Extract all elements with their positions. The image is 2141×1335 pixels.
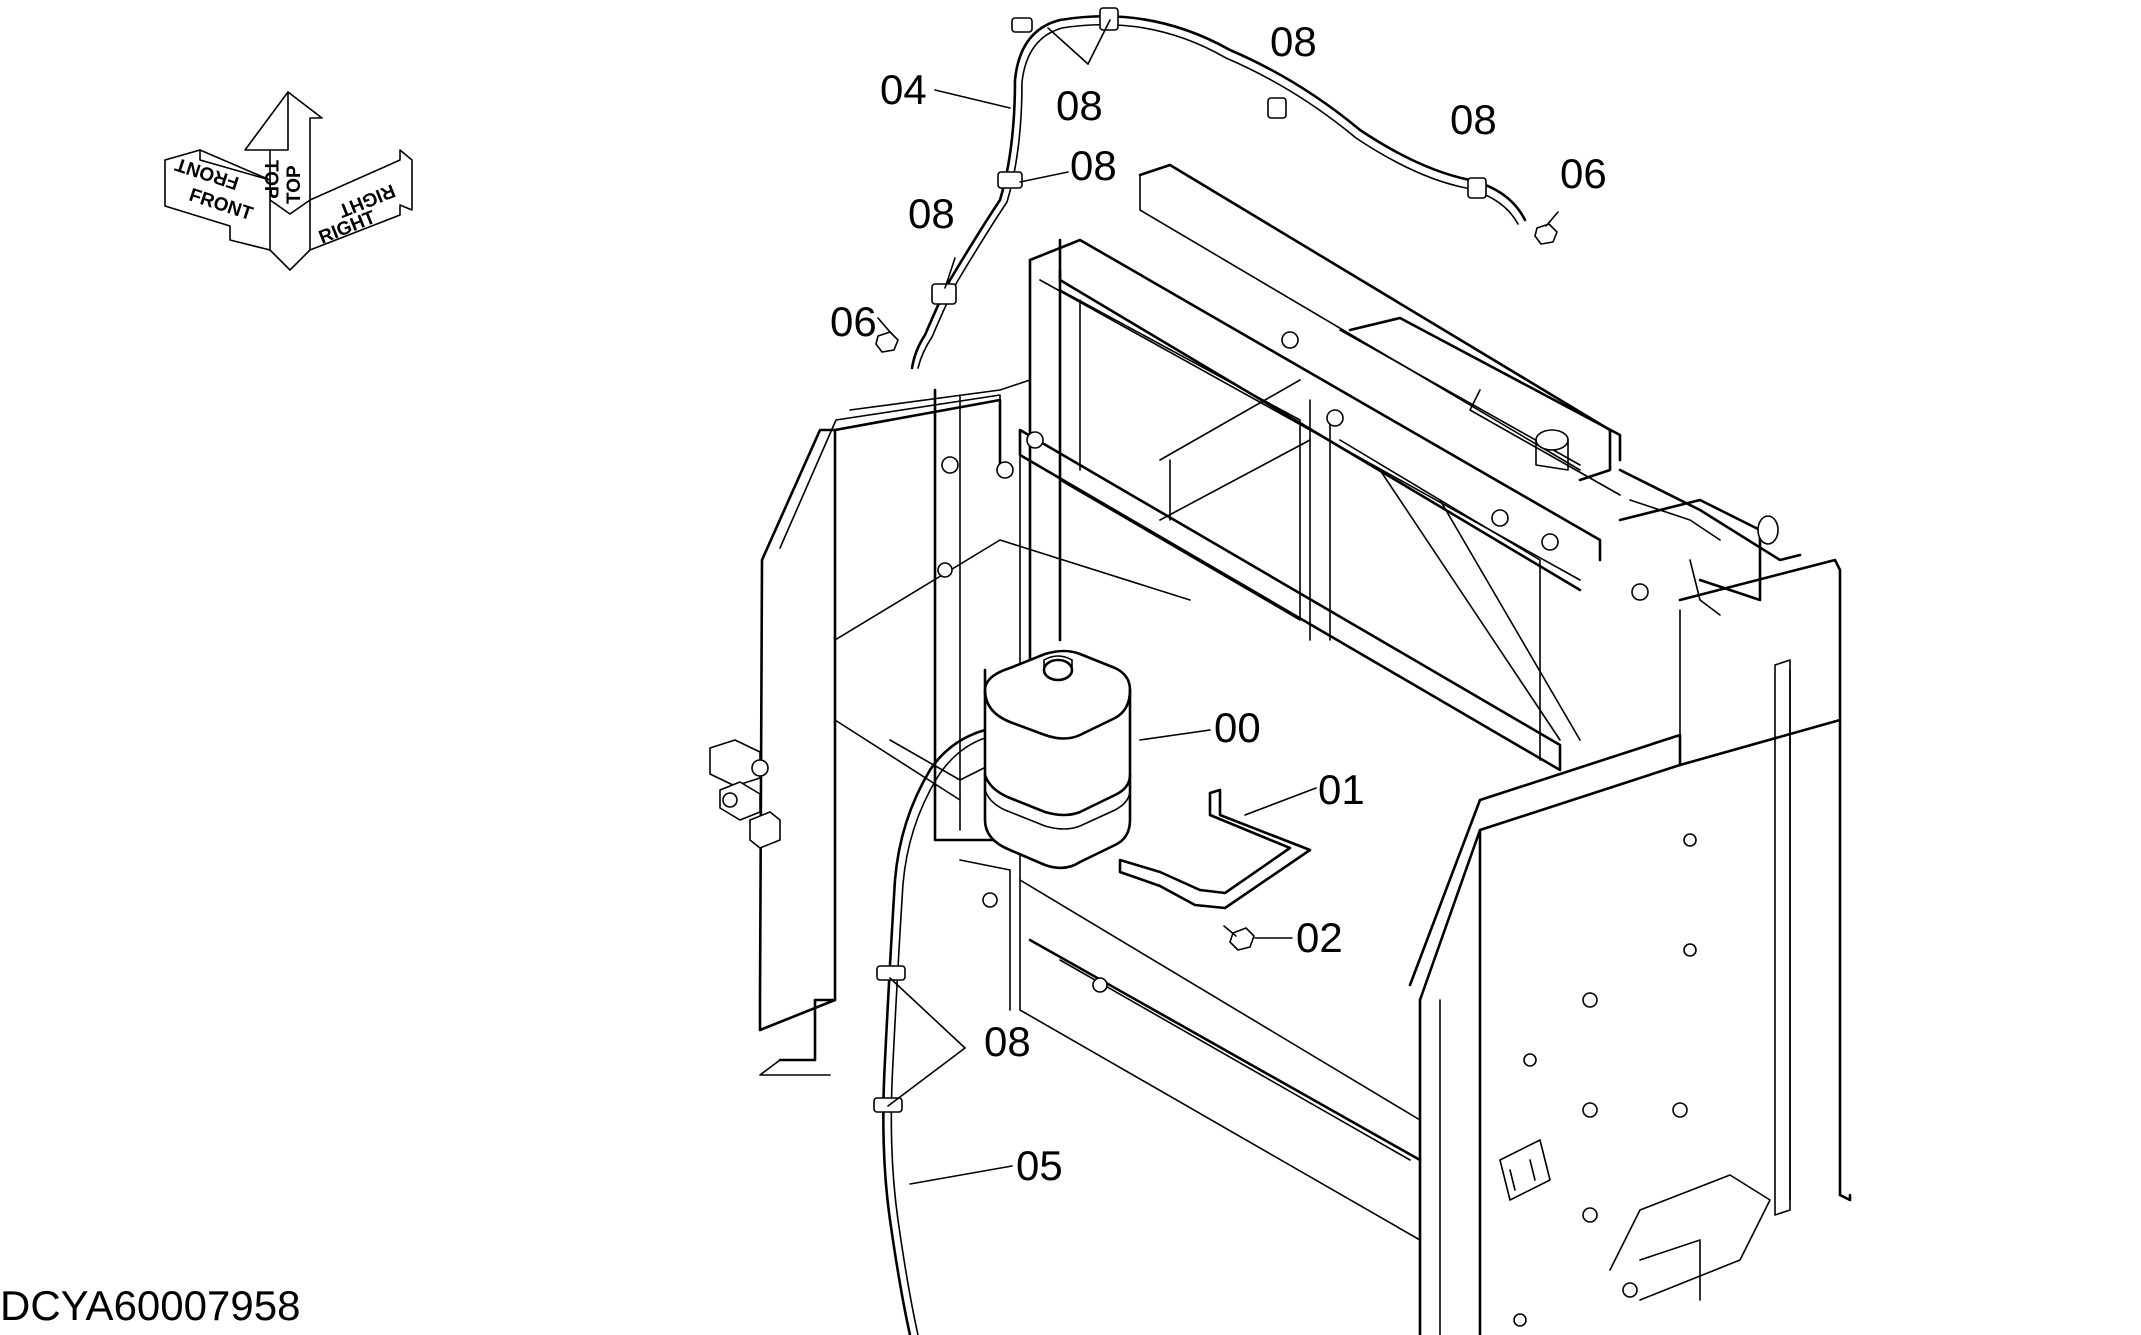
reserve-tank [983, 649, 1132, 870]
callouts: 00 01 02 04 05 06 06 08 08 08 08 08 08 [830, 18, 1607, 1189]
callout-clamps-top-pair: 08 [1056, 82, 1103, 129]
tank-bracket [1118, 788, 1312, 910]
callout-nut-left: 06 [830, 298, 877, 345]
nut-right [1534, 223, 1558, 245]
callout-clamp-upper-b: 08 [908, 190, 955, 237]
hose-upper [910, 7, 1527, 370]
bolt [1223, 925, 1255, 951]
nut-left [875, 331, 899, 353]
callout-hose-upper: 04 [880, 66, 927, 113]
callout-clamp-top-right: 08 [1450, 96, 1497, 143]
orientation-top-label: TOP [260, 160, 281, 199]
callout-bracket: 01 [1318, 766, 1365, 813]
callout-bolt: 02 [1296, 914, 1343, 961]
hose-lower [873, 728, 987, 1335]
callout-nut-right: 06 [1560, 150, 1607, 197]
drawing-id: DCYA60007958 [0, 1282, 301, 1329]
callout-tank: 00 [1214, 704, 1261, 751]
orientation-symbol: FRONT FRONT TOP TOP RIGHT RIGHT [164, 91, 413, 271]
callout-clamp-top-mid: 08 [1270, 18, 1317, 65]
callout-clamps-lower-pair: 08 [984, 1018, 1031, 1065]
radiator-frame [709, 163, 1852, 1335]
leader-lines [877, 19, 1559, 1185]
callout-clamp-upper-a: 08 [1070, 142, 1117, 189]
orientation-top-label-mirror: TOP [284, 165, 305, 204]
callout-hose-lower: 05 [1016, 1142, 1063, 1189]
